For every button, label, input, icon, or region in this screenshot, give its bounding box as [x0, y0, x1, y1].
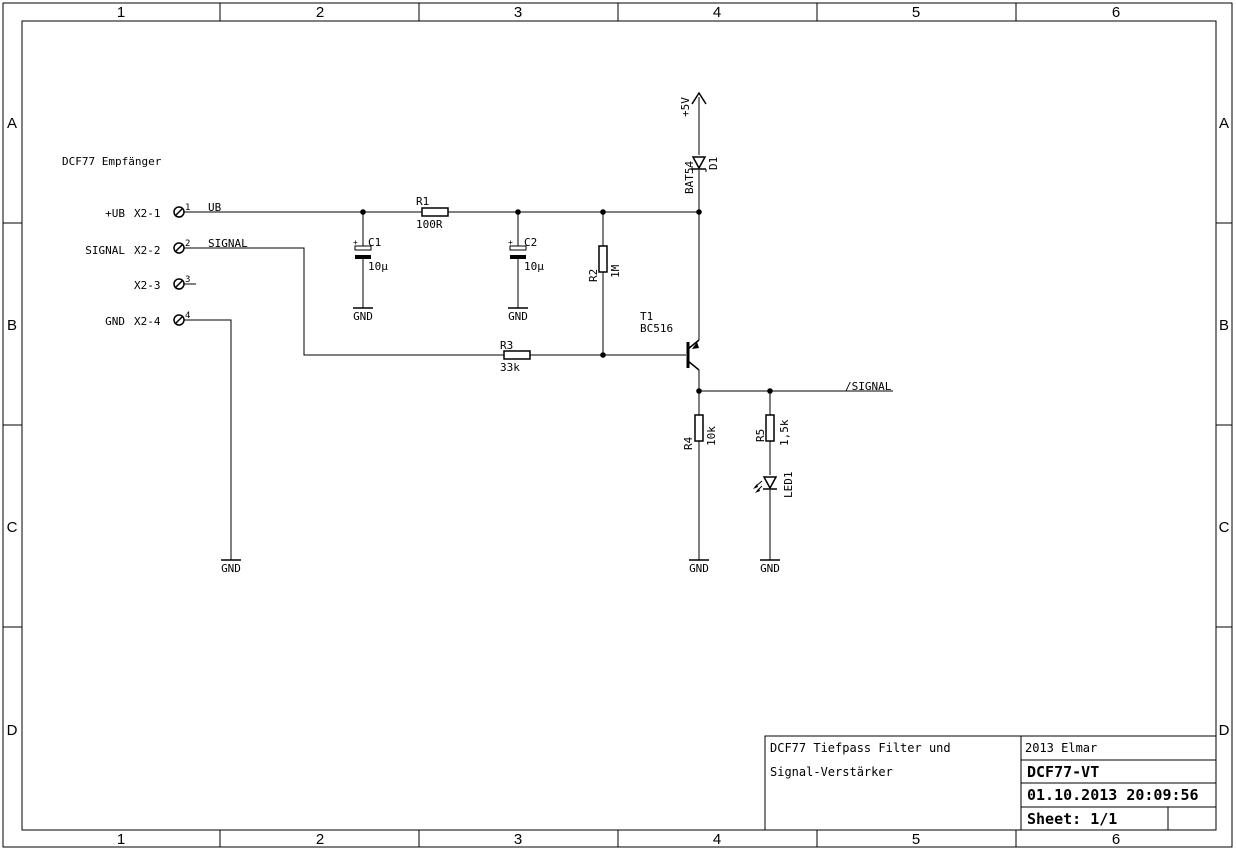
title-block: DCF77 Tiefpass Filter und Signal-Verstär… [764, 735, 1217, 831]
col-label-top: 2 [316, 4, 324, 21]
component-ref: T1 [640, 310, 653, 323]
component-value: 33k [500, 361, 520, 374]
row-label-right: C [1219, 519, 1230, 536]
title-block-author: 2013 Elmar [1025, 741, 1097, 755]
resistor-r1: R1 100R [416, 195, 449, 231]
component-ref: C1 [368, 236, 381, 249]
supply-5v: +5V [679, 91, 707, 117]
col-label-top: 1 [117, 4, 125, 21]
component-value: BAT54 [683, 161, 696, 194]
title-block-sheet: Sheet: 1/1 [1027, 810, 1117, 828]
net-label-output-signal: /SIGNAL [845, 380, 892, 393]
connector-pin-number: 3 [185, 275, 190, 285]
component-ref: C2 [524, 236, 537, 249]
screw-terminal-icon [173, 278, 185, 290]
row-label-left: D [7, 722, 18, 739]
polarity-plus-icon: + [508, 238, 513, 247]
junction-dots [360, 209, 773, 394]
connector-pin-number: 1 [185, 203, 190, 213]
component-value: 10µ [368, 260, 388, 273]
col-label-top: 6 [1112, 4, 1120, 21]
col-label-top: 4 [713, 4, 721, 21]
row-label-right: B [1219, 317, 1229, 334]
polarity-plus-icon: + [353, 238, 358, 247]
component-ref: D1 [707, 157, 720, 170]
transistor-t1: T1 BC516 [640, 310, 700, 371]
ground-gnd-c1: GND [353, 307, 373, 323]
row-label-left: A [7, 115, 17, 132]
ground-label: GND [221, 562, 241, 575]
component-ref: R4 [682, 436, 695, 450]
connector-x2: +UB X2-1 1 SIGNAL X2-2 2 X2-3 3 GND X2-4 [85, 203, 196, 328]
connector-pin-number: 2 [185, 239, 190, 249]
screw-terminal-icon [173, 206, 185, 218]
component-value: 1,5k [778, 419, 791, 446]
ground-gnd-c2: GND [508, 307, 528, 323]
component-ref: LED1 [782, 472, 795, 499]
component-ref: R3 [500, 339, 513, 352]
row-label-right: A [1219, 115, 1229, 132]
component-value: 100R [416, 218, 443, 231]
connector-ref: X2-1 [134, 207, 161, 220]
col-label-bottom: 2 [316, 831, 324, 848]
connector-label: GND [105, 315, 125, 328]
connector-label: +UB [105, 207, 125, 220]
row-label-left: C [7, 519, 18, 536]
ground-label: GND [353, 310, 373, 323]
supply-label: +5V [679, 97, 692, 117]
col-label-top: 5 [912, 4, 920, 21]
col-label-bottom: 6 [1112, 831, 1120, 848]
title-block-date: 01.10.2013 20:09:56 [1027, 786, 1199, 804]
title-block-name: DCF77-VT [1027, 763, 1099, 781]
component-ref: R2 [587, 269, 600, 282]
connector-label: SIGNAL [85, 244, 125, 257]
resistor-r5: R5 1,5k [754, 414, 791, 446]
col-label-bottom: 3 [514, 831, 522, 848]
capacitor-c2: + C2 10µ [508, 236, 544, 273]
light-emission-icon [753, 480, 763, 493]
resistor-r3: R3 33k [500, 339, 531, 374]
screw-terminal-icon [173, 314, 185, 326]
ground-label: GND [760, 562, 780, 575]
component-ref: R5 [754, 429, 767, 442]
net-label-signal: SIGNAL [208, 237, 248, 250]
title-block-description-line1: DCF77 Tiefpass Filter und [770, 741, 951, 755]
connector-pin-number: 4 [185, 311, 190, 321]
component-value: 10µ [524, 260, 544, 273]
connector-ref: X2-2 [134, 244, 161, 257]
ground-label: GND [689, 562, 709, 575]
frame-column-labels: 1 2 3 4 5 6 1 2 3 4 5 6 [117, 4, 1120, 848]
component-value: BC516 [640, 322, 673, 335]
resistor-r4: R4 10k [682, 414, 718, 450]
ground-gnd-connector: GND [221, 559, 241, 575]
title-note: DCF77 Empfänger [62, 155, 162, 168]
col-label-bottom: 4 [713, 831, 721, 848]
ground-gnd-r4: GND [689, 559, 709, 575]
col-label-bottom: 5 [912, 831, 920, 848]
frame-row-labels: A B C D A B C D [7, 115, 1230, 739]
screw-terminal-icon [173, 242, 185, 254]
component-ref: R1 [416, 195, 429, 208]
wires [184, 97, 893, 560]
ground-label: GND [508, 310, 528, 323]
diode-d1: BAT54 D1 [683, 156, 720, 194]
ground-gnd-led: GND [760, 559, 780, 575]
row-label-right: D [1219, 722, 1230, 739]
capacitor-c1: + C1 10µ [353, 236, 388, 273]
component-value: 1M [609, 264, 622, 278]
led-led1: LED1 [753, 472, 795, 499]
net-label-ub: UB [208, 201, 222, 214]
col-label-top: 3 [514, 4, 522, 21]
connector-ref: X2-4 [134, 315, 161, 328]
resistor-r2: R2 1M [587, 245, 622, 282]
col-label-bottom: 1 [117, 831, 125, 848]
row-label-left: B [7, 317, 17, 334]
title-block-description-line2: Signal-Verstärker [770, 765, 893, 779]
component-value: 10k [705, 426, 718, 446]
connector-ref: X2-3 [134, 279, 161, 292]
